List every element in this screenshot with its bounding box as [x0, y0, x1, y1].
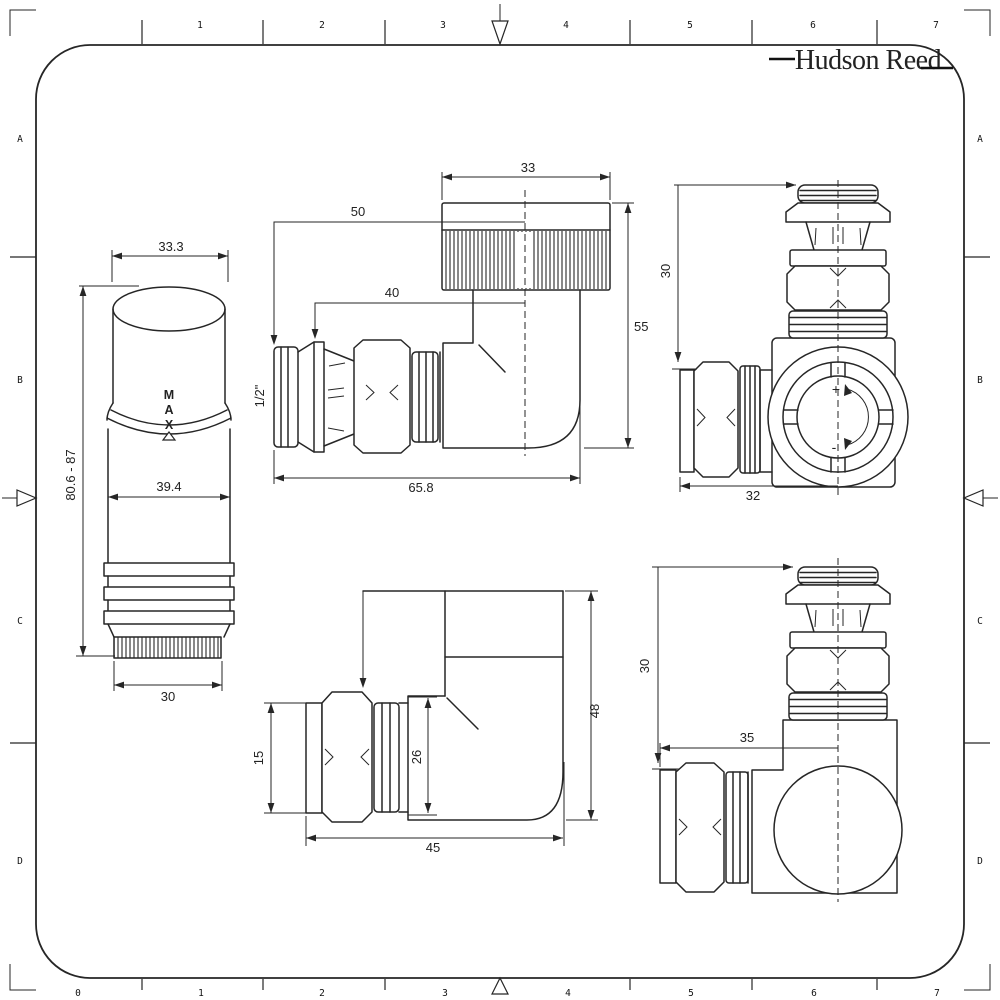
dim-elbow-body-height: 26 [408, 696, 437, 816]
dim-elbow-length: 45 [305, 762, 565, 855]
ruler-label: 7 [934, 988, 940, 999]
ruler-label: 0 [75, 988, 81, 999]
ruler-bottom: 0 1 2 3 4 5 6 7 [75, 976, 940, 999]
ruler-top: 1 2 3 4 5 6 7 [141, 4, 939, 46]
dim-corner-front-width: 35 [659, 730, 838, 767]
row-label: B [17, 375, 23, 386]
row-label: C [17, 616, 23, 627]
dim-head-body-width: 39.4 [108, 479, 230, 501]
dim-label: 32 [746, 488, 760, 503]
logo-text: Hudson Reed [795, 45, 942, 76]
dim-label: 33 [521, 160, 535, 175]
minus-symbol: - [832, 439, 837, 455]
drawing-frame: 1 2 3 4 5 6 7 0 1 2 3 4 5 6 7 [2, 4, 998, 999]
center-arrow-bottom-icon [491, 976, 509, 995]
view-straight-valve: 33 50 40 55 65.8 1/2" [252, 160, 648, 495]
dim-label: 65.8 [408, 480, 433, 495]
dim-thread-size: 1/2" [252, 384, 267, 407]
view-thermostatic-head: M A X 33.3 80.6 - 87 39.4 30 [63, 239, 235, 704]
row-label: B [977, 375, 983, 386]
dim-label: 55 [634, 319, 648, 334]
max-letter: A [164, 403, 173, 417]
ruler-label: 3 [440, 20, 446, 31]
corner-bracket-marks [9, 9, 991, 991]
dim-elbow-height: 48 [565, 590, 602, 821]
dim-head-base-width: 30 [113, 661, 223, 704]
dim-label: 80.6 - 87 [63, 449, 78, 500]
max-marker: M A X [161, 388, 177, 441]
max-letter: X [165, 418, 174, 432]
dim-label: 30 [637, 659, 652, 673]
max-letter: M [164, 388, 174, 402]
dim-elbow-inlet-bore: 15 [251, 702, 307, 814]
dim-label: 30 [161, 689, 175, 704]
ruler-label: 2 [319, 20, 325, 31]
plus-symbol: + [832, 381, 840, 397]
brand-logo: Hudson Reed [769, 45, 953, 76]
dim-label: 15 [251, 751, 266, 765]
view-corner-valve-front: 30 35 [637, 558, 903, 902]
center-arrow-top-icon [491, 20, 509, 46]
dim-label: 35 [740, 730, 754, 745]
dim-head-top-width: 33.3 [111, 239, 229, 282]
dim-label: 40 [385, 285, 399, 300]
row-label: D [977, 856, 983, 867]
dim-valve-height: 55 [584, 202, 648, 449]
row-label: A [17, 134, 23, 145]
dim-head-height-range: 80.6 - 87 [63, 285, 139, 657]
ruler-label: 1 [197, 20, 203, 31]
ruler-label: 1 [198, 988, 204, 999]
row-label: D [17, 856, 23, 867]
dim-label: 30 [658, 264, 673, 278]
dim-valve-length: 65.8 [273, 404, 581, 495]
ruler-label: 3 [442, 988, 448, 999]
ruler-label: 5 [688, 988, 694, 999]
dim-valve-center-offset: 50 [270, 204, 525, 345]
dim-valve-body-offset: 40 [311, 285, 525, 339]
view-corner-valve-top: + - 30 32 [658, 180, 909, 503]
view-elbow-body: 15 26 45 48 [251, 590, 602, 855]
ruler-label: 6 [810, 20, 816, 31]
rotation-arrow-icon [844, 384, 869, 450]
center-arrow-left-icon [16, 489, 38, 507]
ruler-label: 5 [687, 20, 693, 31]
dim-label: 39.4 [156, 479, 181, 494]
center-arrow-right-icon [962, 489, 984, 507]
handwheel-spokes [782, 361, 894, 473]
dim-valve-cap-width: 33 [441, 160, 611, 200]
dim-corner-top-height: 30 [658, 181, 796, 370]
dim-label: 26 [409, 750, 424, 764]
ruler-label: 7 [933, 20, 939, 31]
ruler-label: 2 [319, 988, 325, 999]
dim-label: 33.3 [158, 239, 183, 254]
ruler-label: 6 [811, 988, 817, 999]
dim-corner-top-width: 32 [679, 477, 838, 503]
row-label: C [977, 616, 983, 627]
knurl-texture [114, 637, 221, 658]
max-pointer-icon [161, 431, 177, 441]
ruler-label: 4 [565, 988, 571, 999]
ruler-right: A B C D [962, 134, 998, 867]
ruler-label: 4 [563, 20, 569, 31]
ruler-left: A B C D [2, 134, 38, 867]
dim-label: 45 [426, 840, 440, 855]
row-label: A [977, 134, 983, 145]
dim-label: 48 [587, 704, 602, 718]
dim-label: 50 [351, 204, 365, 219]
